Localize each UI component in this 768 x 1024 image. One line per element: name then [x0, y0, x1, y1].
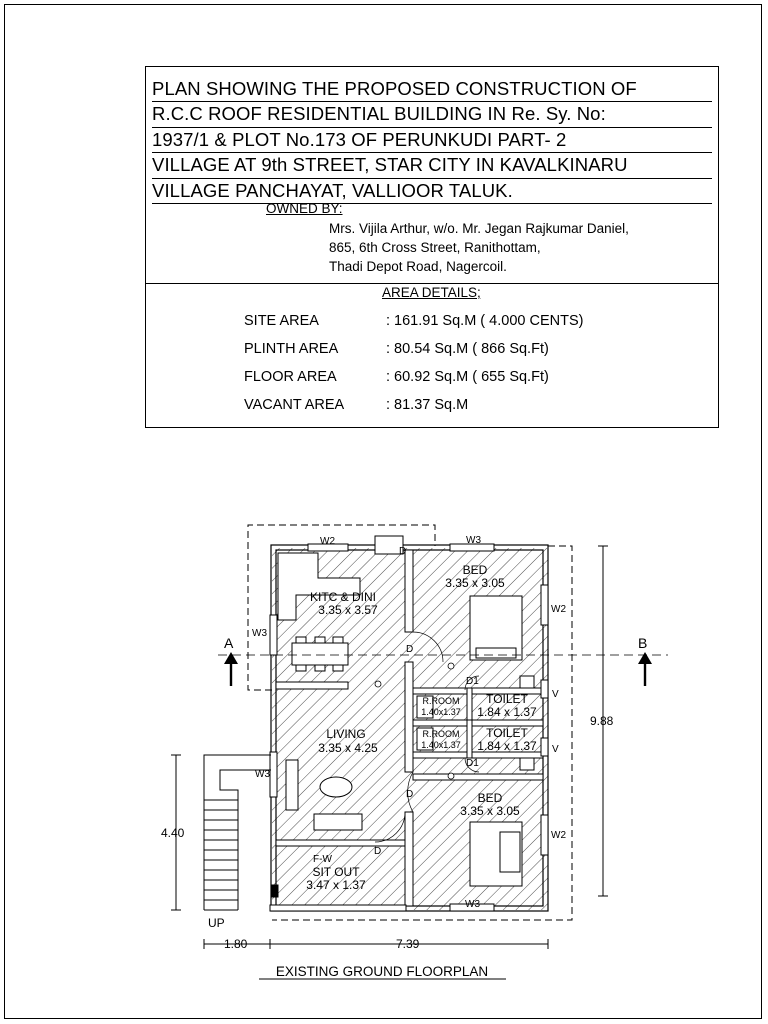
area-details-heading: AREA DETAILS; — [382, 285, 481, 300]
room-size-toilet-2: 1.84 x 1.37 — [477, 739, 537, 753]
door-label: D — [374, 846, 381, 857]
ventilator-label: V — [552, 689, 559, 700]
project-title: PLAN SHOWING THE PROPOSED CONSTRUCTION O… — [152, 77, 712, 204]
window-label: W2 — [551, 830, 566, 841]
room-name-toilet-2: TOILET — [486, 726, 528, 740]
window-label: W3 — [465, 899, 480, 910]
door-label: D1 — [466, 758, 479, 769]
owner-line: Mrs. Vijila Arthur, w/o. Mr. Jegan Rajku… — [329, 221, 629, 236]
staircase — [203, 754, 271, 911]
room-size-rroom-2: 1.40x1.37 — [421, 740, 461, 750]
room-labels: KITC & DINI 3.35 x 3.57 BED 3.35 x 3.05 … — [306, 563, 537, 892]
room-size-sitout: 3.47 x 1.37 — [306, 878, 366, 892]
room-name-sitout: SIT OUT — [312, 865, 360, 879]
opening-labels: W2 W3 W2 W3 W3 W2 W3 D D D D D1 D1 V V F… — [252, 535, 566, 910]
section-line — [218, 652, 668, 686]
door-swings — [374, 631, 480, 843]
title-divider — [146, 283, 718, 284]
plan-caption: EXISTING GROUND FLOORPLAN — [276, 964, 488, 979]
area-row-plinth: PLINTH AREA : 80.54 Sq.M ( 866 Sq.Ft) — [244, 341, 549, 357]
area-row-vacant: VACANT AREA : 81.37 Sq.M — [244, 397, 468, 413]
area-value: : 80.54 Sq.M ( 866 Sq.Ft) — [386, 341, 549, 357]
area-label: FLOOR AREA — [244, 369, 337, 385]
site-boundary — [247, 524, 573, 921]
door-label: D — [406, 789, 413, 800]
room-size-rroom-1: 1.40x1.37 — [421, 707, 461, 717]
door-label: D — [406, 644, 413, 655]
owner-address: Mrs. Vijila Arthur, w/o. Mr. Jegan Rajku… — [329, 219, 629, 277]
plan-caption-group: EXISTING GROUND FLOORPLAN — [259, 964, 506, 980]
area-label: VACANT AREA — [244, 397, 345, 413]
area-value: : 161.91 Sq.M ( 4.000 CENTS) — [386, 313, 584, 329]
door-markers — [374, 662, 455, 780]
room-size-toilet-1: 1.84 x 1.37 — [477, 705, 537, 719]
title-line: VILLAGE AT 9th STREET, STAR CITY IN KAVA… — [152, 153, 712, 179]
furniture — [270, 552, 535, 898]
title-block: PLAN SHOWING THE PROPOSED CONSTRUCTION O… — [145, 66, 719, 428]
room-name-toilet-1: TOILET — [486, 692, 528, 706]
room-name-kitchen: KITC & DINI — [310, 590, 376, 604]
ventilator-label: V — [552, 744, 559, 755]
window-label: W2 — [551, 604, 566, 615]
room-size-bed-top: 3.35 x 3.05 — [445, 576, 505, 590]
owner-line: 865, 6th Cross Street, Ranithottam, — [329, 240, 541, 256]
window-label: W3 — [252, 628, 267, 639]
dimension-width-main: 7.39 — [396, 937, 420, 951]
fw-label: F-W — [313, 854, 332, 865]
stair-up-label: UP — [208, 916, 225, 930]
room-name-bed-bottom: BED — [478, 791, 503, 805]
dimension-width-stair: 1.80 — [224, 937, 248, 951]
door-label: D1 — [466, 676, 479, 687]
room-size-bed-bottom: 3.35 x 3.05 — [460, 804, 520, 818]
room-size-living: 3.35 x 4.25 — [318, 741, 378, 755]
title-line: PLAN SHOWING THE PROPOSED CONSTRUCTION O… — [152, 77, 712, 103]
door-label: D — [399, 546, 406, 557]
area-label: PLINTH AREA — [244, 341, 339, 357]
title-line: 1937/1 & PLOT No.173 OF PERUNKUDI PART- … — [152, 128, 712, 154]
area-row-floor: FLOOR AREA : 60.92 Sq.M ( 655 Sq.Ft) — [244, 369, 549, 385]
owner-line: Thadi Depot Road, Nagercoil. — [329, 259, 507, 275]
window-label: W3 — [466, 535, 481, 546]
title-line: VILLAGE PANCHAYAT, VALLIOOR TALUK. — [152, 179, 712, 204]
windows — [269, 543, 549, 912]
area-label: SITE AREA — [244, 313, 319, 329]
section-label-a: A — [224, 635, 234, 651]
room-name-rroom-1: R.ROOM — [423, 696, 460, 706]
room-size-kitchen: 3.35 x 3.57 — [318, 603, 378, 617]
dimension-height-right: 9.88 — [590, 714, 614, 728]
room-name-living: LIVING — [326, 727, 365, 741]
section-label-b: B — [638, 635, 647, 651]
title-line: R.C.C ROOF RESIDENTIAL BUILDING IN Re. S… — [152, 102, 712, 128]
sheet-border — [4, 4, 762, 1019]
annotation-text: A B UP 9.88 4.40 1.80 7.39 — [161, 635, 647, 951]
room-name-bed-top: BED — [463, 563, 488, 577]
window-label: W3 — [255, 769, 270, 780]
dimension-height-left: 4.40 — [161, 826, 185, 840]
window-label: W2 — [320, 536, 335, 547]
owned-by-label: OWNED BY: — [266, 201, 343, 216]
room-name-rroom-2: R.ROOM — [423, 729, 460, 739]
small-room-labels: R.ROOM 1.40x1.37 R.ROOM 1.40x1.37 — [421, 696, 461, 750]
internal-walls — [269, 535, 544, 912]
area-row-site: SITE AREA : 161.91 Sq.M ( 4.000 CENTS) — [244, 313, 583, 329]
area-value: : 60.92 Sq.M ( 655 Sq.Ft) — [386, 369, 549, 385]
dimension-lines — [171, 545, 608, 949]
area-value: : 81.37 Sq.M — [386, 397, 469, 413]
